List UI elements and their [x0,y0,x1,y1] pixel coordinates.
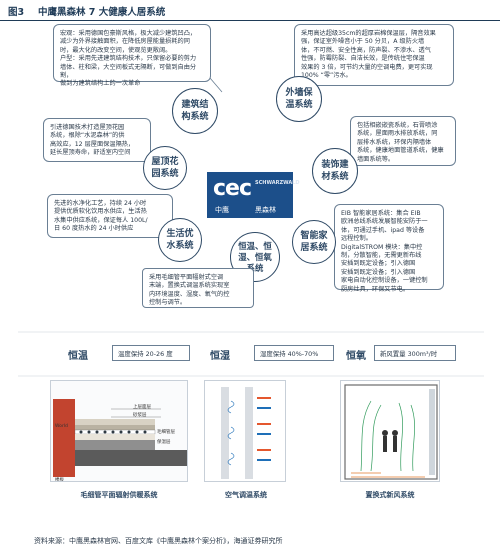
metric-value-oxygen: 新风置量 300m³/时 [374,345,456,361]
caption-radiant-heating: 毛细管平面辐射供暖系统 [80,491,158,499]
system-text-climate: 采用毛细管平面辐射式空调 末端，置换式调温系统实现室 内环境温度、湿度、氧气的控… [142,268,254,308]
label-capillary-layer: 毛细管层 [157,428,175,435]
caption-air-conditioning: 空气调温系统 [225,491,267,499]
system-text-insulation: 采用高达超级35cm的超厚岩棉保温层，隔音效果 强，保证室外噪音小于 50 分贝… [294,24,454,86]
system-label-insulation: 外墙保 温系统 [276,76,322,122]
metric-value-humidity: 湿度保持 40%-70% [254,345,334,361]
brand-logo: cec SCHWARZWALD 中鹰 黑森林 [207,172,300,218]
label-insulation-layer: 保温层 [157,438,171,445]
air-conditioning-illustration [221,387,271,479]
figure-fresh-air [340,380,440,482]
logo-mark: cec [213,176,252,201]
system-label-decoration: 装饰建 材系统 [312,148,358,194]
metric-label-humidity: 恒湿 [210,351,230,362]
label-mortar-layer: 砂浆层 [133,411,147,418]
system-text-roof-garden: 引进德国技术打造屋顶花园 系统，根除“水泥森林”的供 高效应，12 层屋面保温隔… [43,118,151,162]
system-text-decoration: 包括相嵌嵌瓷系统，石膏喷涂 系统，屋面雨水排放系统，同 层排水系统，环保内隔墙体… [350,116,456,166]
system-label-structure: 建筑结 构系统 [172,88,218,134]
radiant-heating-illustration: World 上层面层 砂浆层 毛细管层 保温层 楼板 [53,399,187,482]
metric-label-oxygen: 恒氧 [346,351,366,362]
system-label-roof-garden: 屋顶花 园系统 [143,146,187,190]
caption-fresh-air: 置换式新风系统 [365,491,415,499]
fresh-air-illustration [344,384,438,480]
logo-brand-zh-1: 中鹰 [215,206,229,214]
logo-brand-zh-2: 黑森林 [255,206,276,214]
system-text-smart-home: EIB 智能家居系统：集合 EIB 欧洲总线系统发展智能安防于一 体，可通过手机… [334,204,444,293]
metric-label-temperature: 恒温 [68,351,88,362]
source-footnote: 资料来源：中鹰黑森林官网、百度文库《中鹰黑森林个案分析》，海通证券研究所 [34,537,283,545]
logo-brand-en: SCHWARZWALD [255,180,300,186]
system-label-water: 生活优 水系统 [158,218,202,262]
label-surface-layer: 上层面层 [133,403,151,410]
system-text-structure: 宏观：采用德国包豪斯风格，极大减少建筑凹凸， 减少为外界接触面积，在降低房屋能量… [53,24,211,87]
figure-number: 图3 [8,7,25,18]
system-text-water: 先进的水净化工艺，持续 24 小时 提供优质软化饮用水供应，生活热 水集中供应系… [47,194,173,238]
label-world: World [55,423,68,429]
figure-air-conditioning [204,380,286,482]
figure-header: 图3 中鹰黑森林 7 大健康人居系统 [0,0,500,21]
system-label-climate: 恒温、恒 湿、恒氧 系统 [230,232,280,282]
label-floor-slab: 楼板 [55,476,64,482]
figure-radiant-heating: World 上层面层 砂浆层 毛细管层 保温层 楼板 [50,380,188,482]
metric-value-temperature: 温度保持 20-26 度 [112,345,190,361]
figure-title: 中鹰黑森林 7 大健康人居系统 [38,7,166,18]
system-label-smart-home: 智能家 居系统 [292,220,336,264]
